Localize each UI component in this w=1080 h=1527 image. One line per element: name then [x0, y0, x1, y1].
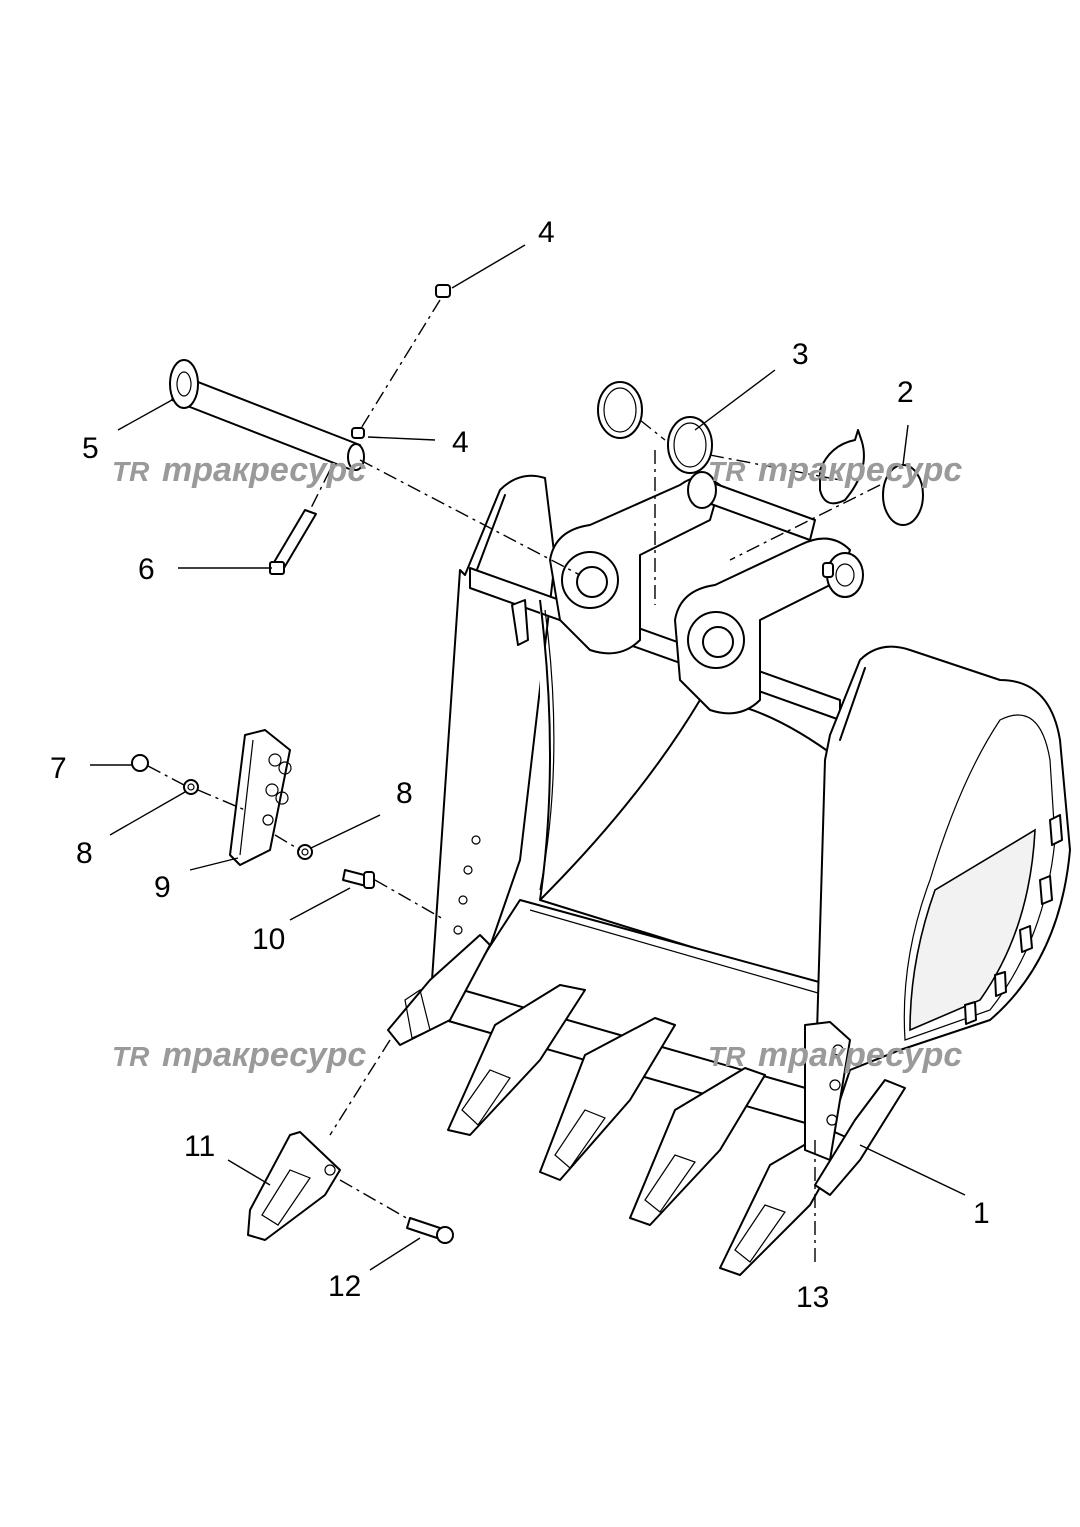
callout-1: 1 [973, 1197, 990, 1230]
bolt-item-6 [269, 509, 317, 575]
callout-11: 11 [184, 1130, 215, 1163]
locknut-item-4-lower [351, 427, 365, 439]
watermark-text: тракресурс [758, 1036, 962, 1074]
bolt-item-12 [406, 1217, 454, 1244]
watermark-logo: TR [112, 1041, 150, 1072]
callout-labels: 1 2 3 4 4 5 6 7 8 8 9 10 11 12 13 [50, 216, 990, 1314]
leader-lines [90, 244, 966, 1271]
callout-13: 13 [796, 1281, 829, 1314]
bucket-teeth [387, 934, 906, 1276]
washer-item-8-b [297, 844, 313, 860]
callout-2: 2 [897, 376, 914, 409]
side-cutter-item-9 [229, 729, 292, 866]
watermark-text: тракресурс [162, 1036, 366, 1074]
tooth-item-11 [247, 1131, 341, 1241]
watermark-logo: TR [112, 456, 150, 487]
exploded-parts [131, 284, 924, 1244]
callout-10: 10 [252, 923, 285, 956]
shim-item-2-a [819, 429, 865, 505]
callout-4-lower: 4 [452, 426, 469, 459]
watermark-top-left: TR тракресурс [112, 451, 366, 489]
nut-item-7 [131, 754, 149, 772]
callout-9: 9 [154, 871, 171, 904]
bolt-item-10 [342, 869, 375, 889]
callout-8-left: 8 [76, 837, 93, 870]
washer-item-8-a [183, 779, 199, 795]
watermark-bottom-right: TR тракресурс [708, 1036, 962, 1074]
oring-item-3-a [597, 381, 643, 439]
locknut-item-4-top [435, 284, 451, 298]
watermark-text: тракресурс [758, 451, 962, 489]
callout-7: 7 [50, 752, 67, 785]
watermark-logo: TR [708, 1041, 746, 1072]
callout-8-right: 8 [396, 777, 413, 810]
callout-3: 3 [792, 338, 809, 371]
bucket-body [431, 471, 1071, 1131]
watermark-logo: TR [708, 456, 746, 487]
callout-5: 5 [82, 432, 99, 465]
pin-item-5 [169, 359, 365, 471]
callout-4-top: 4 [538, 216, 555, 249]
watermark-text: тракресурс [162, 451, 366, 489]
watermark-bottom-left: TR тракресурс [112, 1036, 366, 1074]
callout-12: 12 [328, 1270, 361, 1303]
assembly-lines [147, 299, 881, 1265]
oring-item-3-b [667, 416, 713, 474]
callout-6: 6 [138, 553, 155, 586]
watermark-top-right: TR тракресурс [708, 451, 962, 489]
